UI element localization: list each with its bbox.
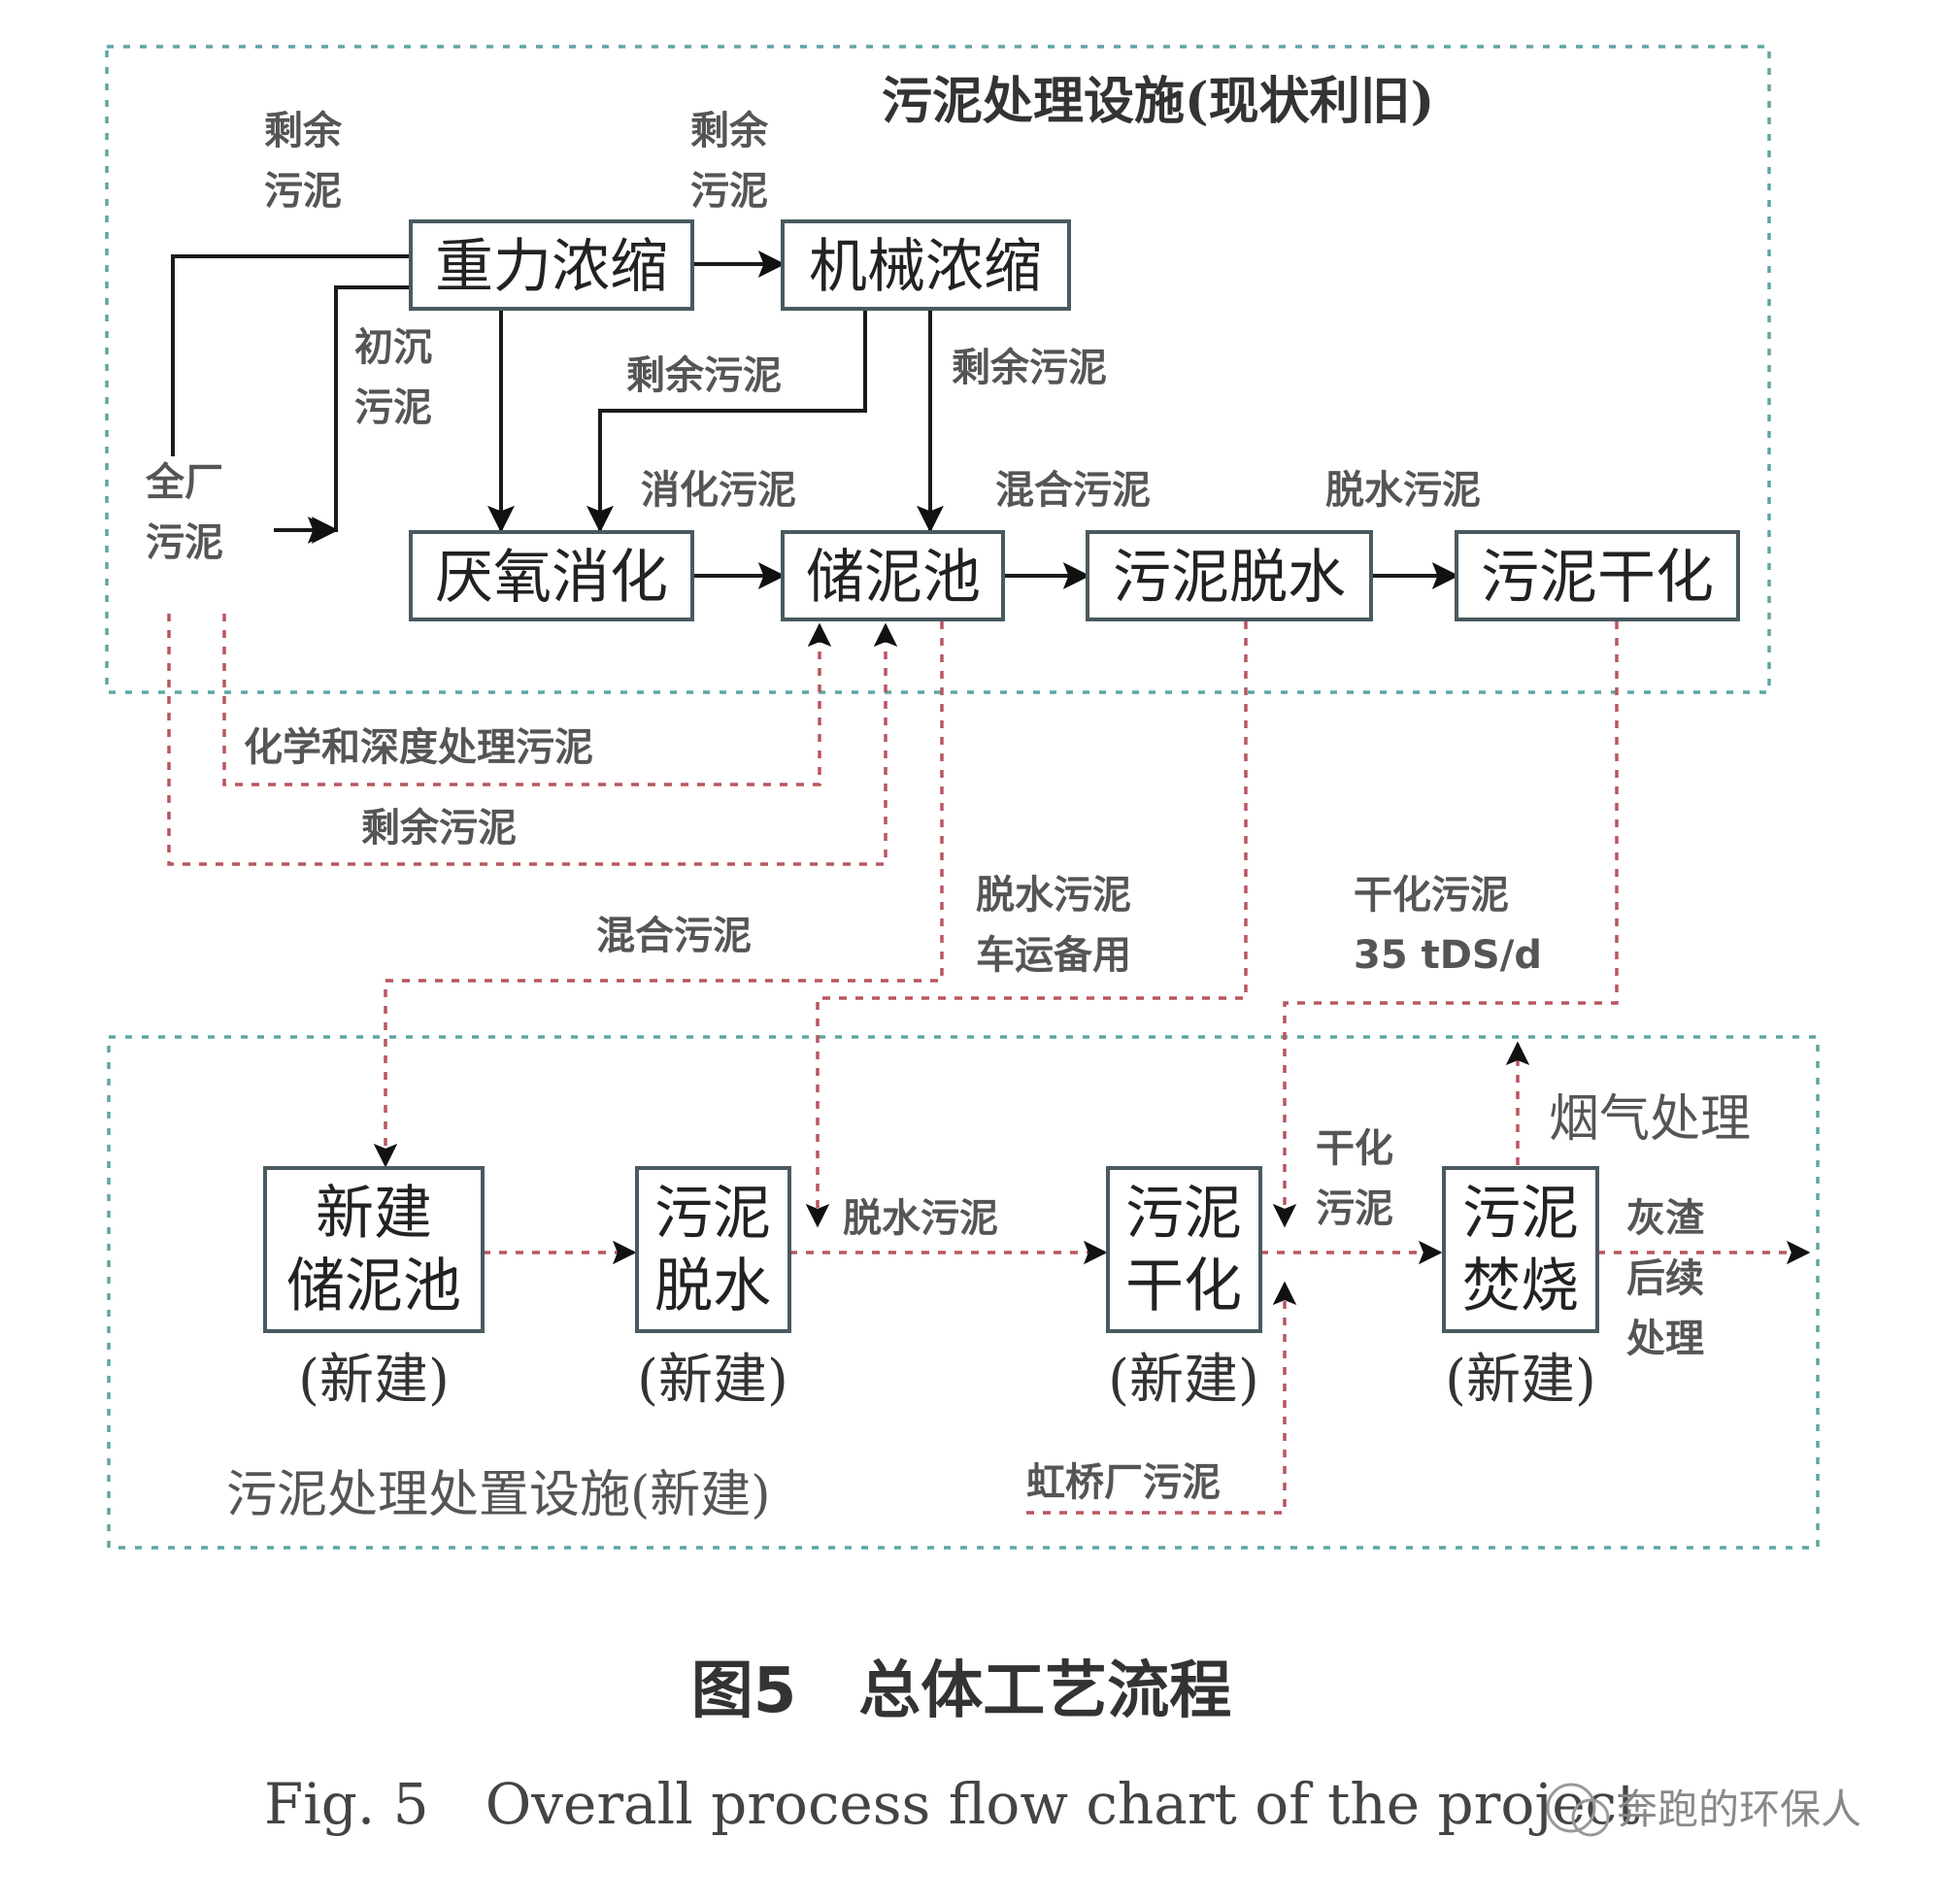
svg-text:脱水: 脱水 (654, 1253, 771, 1320)
label-dewatered-sludge-top: 脱水污泥 (1325, 468, 1481, 513)
svg-text:剩余: 剩余 (690, 109, 769, 153)
svg-text:干化: 干化 (1316, 1126, 1393, 1171)
svg-text:奔跑的环保人: 奔跑的环保人 (1617, 1786, 1861, 1833)
flow-storage-to-new-storage (373, 621, 944, 1168)
box-new-dewatering: 污泥 脱水 (新建) (635, 1166, 791, 1412)
svg-text:车运备用: 车运备用 (976, 933, 1131, 978)
box-sludge-storage: 储泥池 (781, 530, 1005, 621)
svg-text:重力浓缩: 重力浓缩 (435, 233, 668, 301)
svg-text:35 tDS/d: 35 tDS/d (1354, 933, 1542, 978)
svg-text:后续: 后续 (1626, 1256, 1704, 1301)
box-new-incineration: 污泥 焚烧 (新建) (1442, 1166, 1599, 1412)
label-mixed-sludge-top: 混合污泥 (995, 468, 1151, 513)
new-label: (新建) (1445, 1349, 1596, 1412)
watermark: 奔跑的环保人 (1546, 1783, 1861, 1837)
figure-caption-zh: 图5 总体工艺流程 (691, 1655, 1232, 1727)
box-new-storage: 新建 储泥池 (新建) (263, 1166, 485, 1412)
new-label: (新建) (637, 1349, 788, 1412)
svg-text:储泥池: 储泥池 (286, 1253, 461, 1320)
label-digested-sludge: 消化污泥 (641, 468, 796, 513)
label-hongqiao-sludge: 虹桥厂污泥 (1026, 1460, 1221, 1505)
label-ash-treatment: 灰渣 后续 处理 (1626, 1196, 1705, 1361)
svg-text:焚烧: 焚烧 (1462, 1253, 1579, 1320)
svg-text:干化污泥: 干化污泥 (1354, 873, 1509, 918)
svg-text:污泥: 污泥 (264, 169, 342, 214)
label-dried-sludge-bottom: 干化 污泥 (1316, 1126, 1393, 1231)
svg-text:干化: 干化 (1125, 1253, 1242, 1320)
svg-text:灰渣: 灰渣 (1626, 1196, 1705, 1241)
label-excess-sludge-3: 剩余污泥 (626, 353, 782, 398)
label-chemical-sludge: 化学和深度处理污泥 (244, 725, 593, 770)
svg-text:储泥池: 储泥池 (806, 544, 981, 612)
box-sludge-dewatering: 污泥脱水 (1086, 530, 1373, 621)
svg-text:脱水污泥: 脱水污泥 (976, 873, 1131, 918)
wechat-icon-inner (1571, 1798, 1610, 1837)
box-mechanical-thickening: 机械浓缩 (781, 219, 1071, 311)
label-mixed-sludge-mid: 混合污泥 (596, 914, 752, 958)
label-dewatered-sludge-bottom: 脱水污泥 (843, 1196, 998, 1241)
flow-drying-to-incineration (1272, 621, 1619, 1228)
svg-text:处理: 处理 (1626, 1317, 1704, 1361)
new-facility-region (107, 1035, 1820, 1550)
new-region-title: 污泥处理处置设施(新建) (226, 1466, 771, 1524)
label-excess-sludge-1: 剩余 污泥 (264, 109, 343, 214)
svg-text:厌氧消化: 厌氧消化 (435, 544, 668, 612)
svg-text:剩余: 剩余 (264, 109, 343, 153)
svg-text:污泥: 污泥 (354, 385, 432, 430)
svg-text:污泥: 污泥 (1462, 1180, 1579, 1248)
svg-text:污泥: 污泥 (1125, 1180, 1242, 1248)
flow-plant-to-gravity (171, 254, 411, 456)
new-label: (新建) (1108, 1349, 1259, 1412)
flow-chemical-to-storage (222, 614, 832, 786)
label-excess-sludge-2: 剩余 污泥 (690, 109, 769, 214)
svg-text:初沉: 初沉 (354, 325, 432, 370)
label-flue-gas: 烟气处理 (1549, 1090, 1751, 1149)
svg-text:污泥: 污泥 (690, 169, 768, 214)
svg-text:污泥: 污泥 (1316, 1186, 1393, 1231)
label-plant-sludge: 全厂 污泥 (145, 460, 223, 565)
box-sludge-drying: 污泥干化 (1455, 530, 1740, 621)
label-excess-sludge-5: 剩余污泥 (361, 806, 517, 851)
figure-caption-en: Fig. 5 Overall process flow chart of the… (264, 1771, 1639, 1837)
svg-text:污泥: 污泥 (654, 1180, 771, 1248)
existing-facility-region (105, 45, 1771, 694)
svg-text:污泥: 污泥 (146, 520, 223, 565)
label-dried-sludge-rate: 干化污泥 35 tDS/d (1354, 873, 1542, 978)
label-primary-sludge: 初沉 污泥 (354, 325, 432, 430)
box-anaerobic-digestion: 厌氧消化 (409, 530, 694, 621)
new-label: (新建) (298, 1349, 450, 1412)
svg-text:新建: 新建 (316, 1180, 432, 1248)
flow-hongqiao-sludge (1026, 1281, 1297, 1515)
svg-text:机械浓缩: 机械浓缩 (809, 233, 1042, 301)
svg-text:污泥干化: 污泥干化 (1481, 544, 1714, 612)
flow-mechanical-to-digestion (586, 309, 867, 533)
label-dewatered-truck: 脱水污泥 车运备用 (976, 873, 1131, 978)
box-new-drying: 污泥 干化 (新建) (1106, 1166, 1262, 1412)
label-excess-sludge-4: 剩余污泥 (952, 346, 1107, 390)
wechat-icon (1546, 1783, 1596, 1833)
box-gravity-thickening: 重力浓缩 (409, 219, 694, 311)
svg-text:污泥脱水: 污泥脱水 (1113, 544, 1346, 612)
existing-region-title: 污泥处理设施(现状利旧) (882, 72, 1434, 131)
flow-dewatering-to-new-dewatering (805, 621, 1248, 1228)
svg-text:全厂: 全厂 (145, 460, 223, 505)
